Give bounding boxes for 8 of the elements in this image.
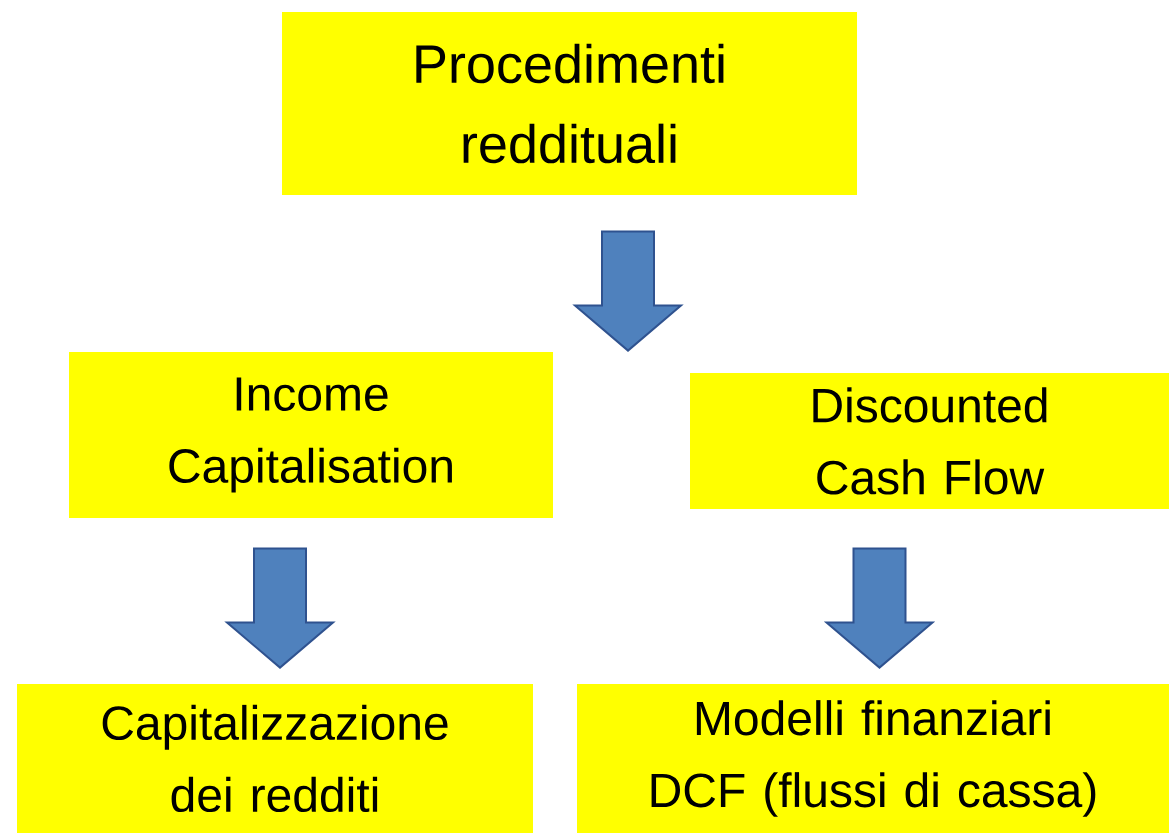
text-box: Procedimenti reddituali [282,12,857,195]
block-arrow [224,547,336,669]
text-box: Income Capitalisation [69,352,553,518]
block-arrow [823,547,936,669]
text-box: Discounted Cash Flow [690,373,1169,509]
block-arrow [572,230,684,352]
text-box: Capitalizzazione dei redditi [17,684,533,833]
text-box: Modelli finanziari DCF (flussi di cassa) [577,684,1169,833]
